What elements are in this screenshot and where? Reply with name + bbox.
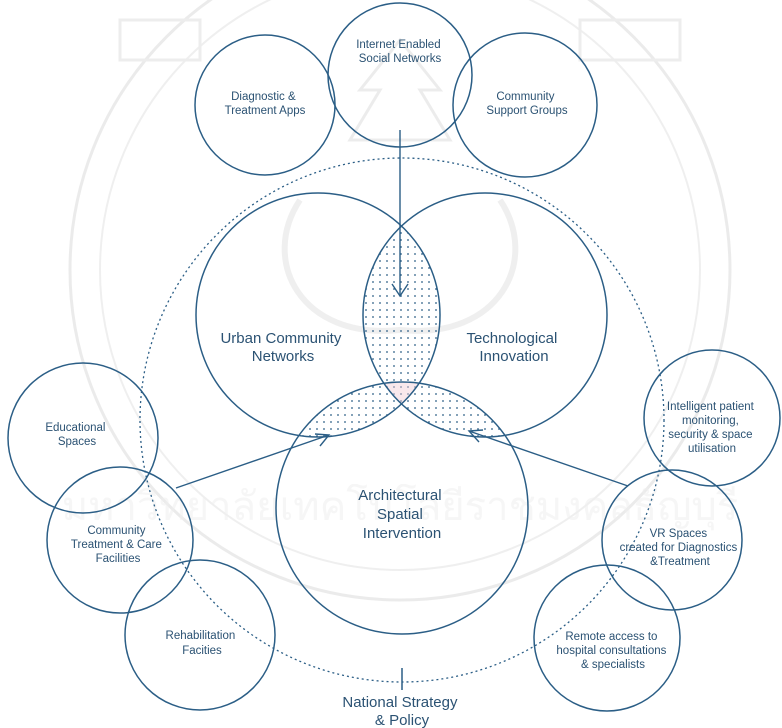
remote-access-line-1: Remote access to <box>565 631 657 643</box>
urban-community-line-2: Networks <box>252 348 315 365</box>
diagnostic-apps-line-1: Diagnostic & <box>231 91 296 103</box>
architectural-intervention-circle <box>275 381 529 635</box>
intelligent-monitoring-circle <box>643 349 781 487</box>
educational-spaces-line-1: Educational <box>45 422 105 434</box>
internet-social-networks-line-1: Internet Enabled <box>356 39 440 51</box>
vr-spaces-line-1: VR Spaces <box>650 528 708 540</box>
arrow-from-right-cluster <box>467 429 629 487</box>
rehabilitation-circle <box>124 559 276 711</box>
national-strategy-label: National Strategy & Policy <box>342 694 461 728</box>
community-treatment-label: Community Treatment & Care Facilities <box>71 525 165 565</box>
national-strategy-line-2: & Policy <box>375 712 430 728</box>
vr-spaces-line-3: &Treatment <box>650 556 710 568</box>
architectural-intervention-label: Architectural Spatial Intervention <box>358 487 446 542</box>
arrow-from-left-cluster <box>175 433 331 489</box>
community-treatment-line-1: Community <box>87 525 145 537</box>
intelligent-monitoring-line-3: security & space <box>668 429 752 441</box>
rehabilitation-label: Rehabilitation Facities <box>166 630 239 657</box>
intelligent-monitoring-line-2: monitoring, <box>682 415 739 427</box>
arrow-from-social-networks <box>391 130 409 298</box>
internet-social-networks-label: Internet Enabled Social Networks <box>356 39 444 65</box>
urban-community-line-1: Urban Community <box>220 330 341 347</box>
intelligent-monitoring-line-1: Intelligent patient <box>667 401 755 413</box>
architectural-intervention-line-2: Spatial <box>377 506 423 523</box>
architectural-intervention-line-3: Intervention <box>363 525 441 542</box>
vr-spaces-line-2: created for Diagnostics <box>620 542 738 554</box>
technological-innovation-label: Technological Innovation <box>466 330 561 365</box>
vr-spaces-circle <box>601 469 743 611</box>
architectural-intervention-line-1: Architectural <box>358 487 441 504</box>
intelligent-monitoring-line-4: utilisation <box>688 443 736 455</box>
remote-access-label: Remote access to hospital consultations … <box>556 631 669 671</box>
community-support-line-2: Support Groups <box>486 105 567 117</box>
community-treatment-circle <box>46 466 194 614</box>
community-support-line-1: Community <box>496 91 554 103</box>
urban-community-label: Urban Community Networks <box>220 330 345 365</box>
remote-access-line-3: & specialists <box>581 659 645 671</box>
vr-spaces-label: VR Spaces created for Diagnostics &Treat… <box>620 528 741 568</box>
urban-community-circle <box>195 192 441 438</box>
internet-social-networks-circle <box>327 2 473 148</box>
educational-spaces-label: Educational Spaces <box>45 422 108 448</box>
educational-spaces-line-2: Spaces <box>58 436 97 448</box>
remote-access-circle <box>533 564 681 712</box>
community-treatment-line-2: Treatment & Care <box>71 539 162 551</box>
diagnostic-apps-label: Diagnostic & Treatment Apps <box>225 91 306 117</box>
rehabilitation-line-1: Rehabilitation <box>166 630 236 642</box>
intelligent-monitoring-label: Intelligent patient monitoring, security… <box>667 401 757 455</box>
community-treatment-line-3: Facilities <box>96 553 141 565</box>
rehabilitation-line-2: Facities <box>182 645 222 657</box>
community-support-circle <box>452 32 598 178</box>
educational-spaces-circle <box>7 362 159 514</box>
diagnostic-apps-line-2: Treatment Apps <box>225 105 306 117</box>
technological-innovation-line-1: Technological <box>466 330 557 347</box>
internet-social-networks-line-2: Social Networks <box>359 53 442 65</box>
technological-innovation-line-2: Innovation <box>479 348 548 365</box>
remote-access-line-2: hospital consultations <box>556 645 666 657</box>
diagnostic-apps-circle <box>194 34 336 176</box>
national-strategy-line-1: National Strategy <box>342 694 458 711</box>
community-support-label: Community Support Groups <box>486 91 567 117</box>
